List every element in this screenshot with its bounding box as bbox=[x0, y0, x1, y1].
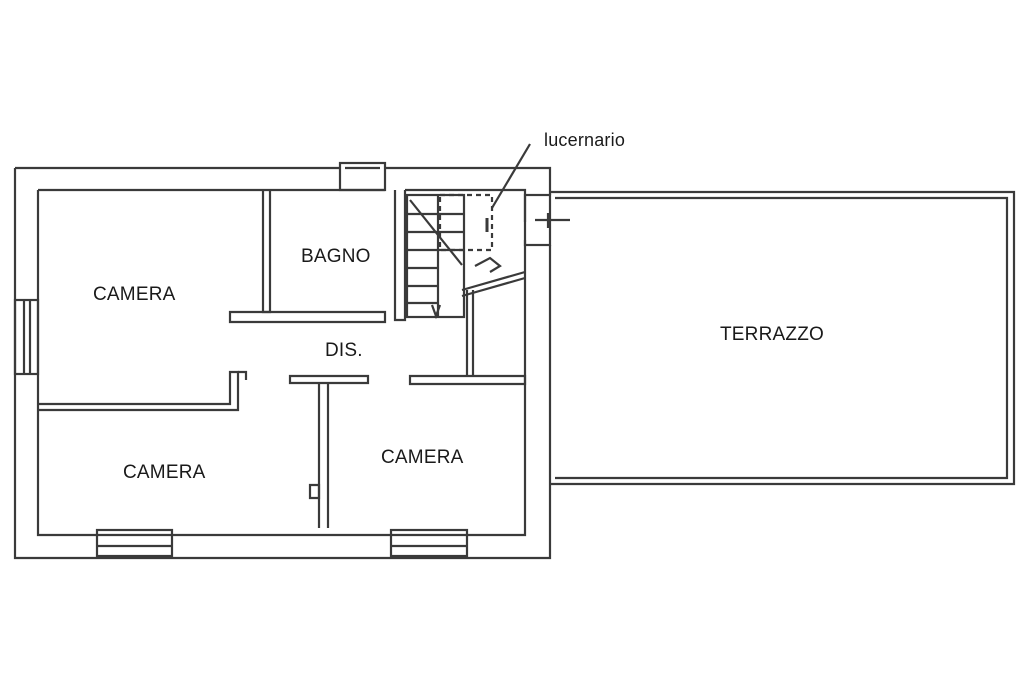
landing-detail bbox=[474, 256, 502, 273]
room-label-bagno: BAGNO bbox=[301, 246, 371, 267]
skylight bbox=[438, 193, 494, 252]
terrace-outline bbox=[550, 190, 1016, 486]
annotation-skylight: lucernario bbox=[544, 130, 626, 150]
window-bottom-right bbox=[389, 528, 469, 558]
staircase bbox=[405, 193, 466, 320]
interior-walls bbox=[38, 190, 527, 528]
room-label-camera-top-left: CAMERA bbox=[93, 284, 176, 305]
room-label-terrazzo: TERRAZZO bbox=[720, 324, 824, 345]
room-label-dis: DIS. bbox=[325, 340, 363, 361]
chimney bbox=[338, 161, 387, 192]
room-label-camera-bottom-left: CAMERA bbox=[123, 462, 206, 483]
terrace-door bbox=[523, 193, 570, 247]
skylight-leader bbox=[491, 143, 531, 209]
window-left bbox=[13, 298, 40, 376]
window-bottom-left bbox=[95, 528, 174, 558]
room-label-camera-bottom-right: CAMERA bbox=[381, 447, 464, 468]
outer-walls bbox=[13, 166, 552, 560]
